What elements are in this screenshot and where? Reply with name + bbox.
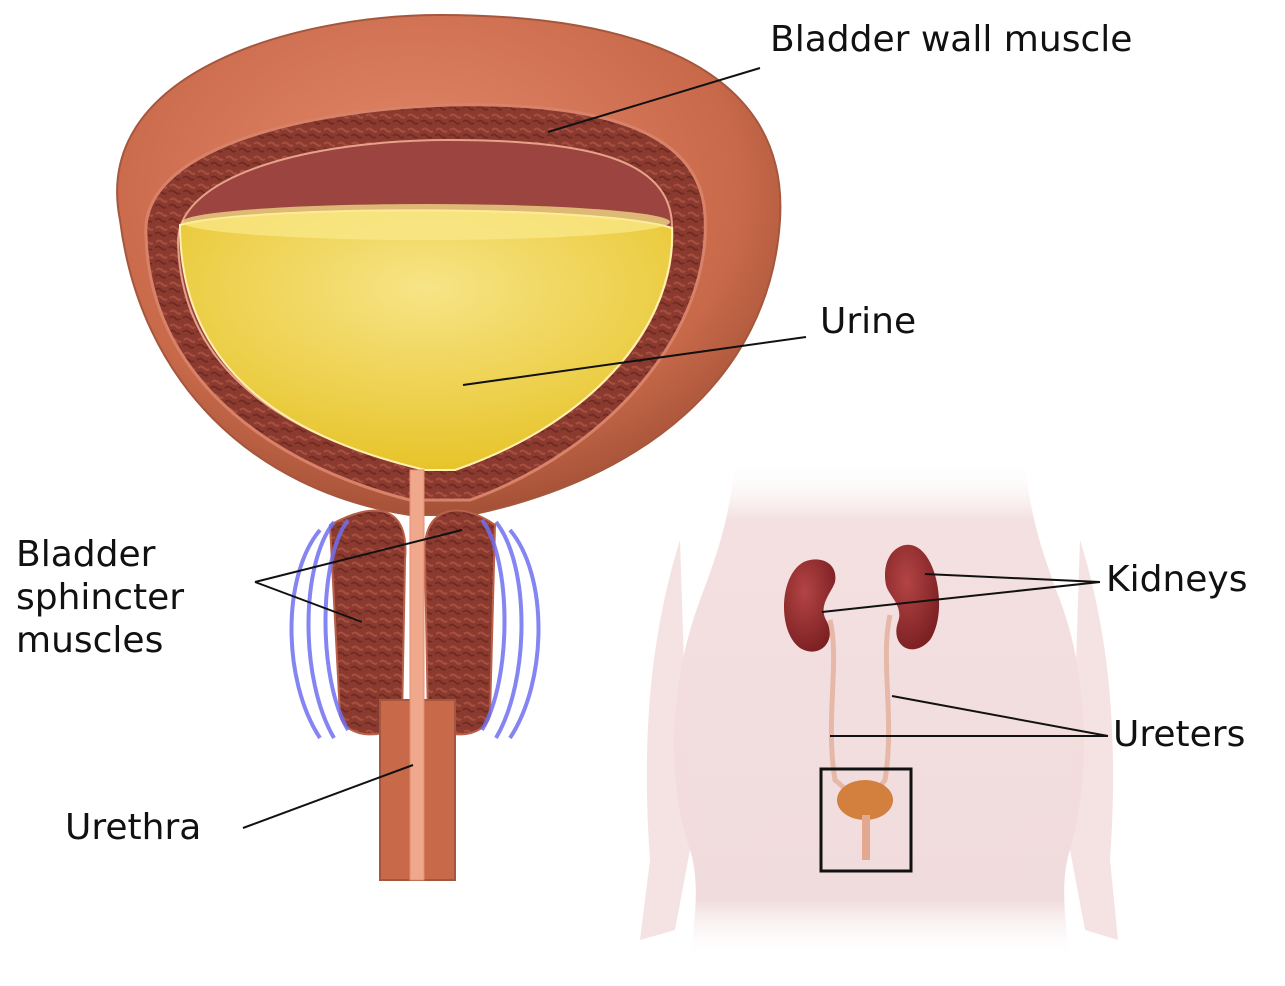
label-ureters: Ureters — [1113, 714, 1246, 755]
ureter-right — [868, 614, 893, 802]
label-sphincter-line-3: muscles — [16, 620, 164, 662]
leader-sphincter-right — [254, 529, 463, 583]
label-bladder-sphincter-muscles: Bladder sphincter muscles — [16, 533, 184, 663]
leader-urethra — [242, 764, 414, 829]
urethra-lumen — [409, 469, 425, 881]
leader-sphincter-left — [254, 581, 363, 623]
leader-urine — [462, 336, 807, 386]
label-urine: Urine — [820, 301, 917, 342]
label-sphincter-line-1: Bladder — [16, 534, 156, 575]
leader-kidneys-right — [924, 573, 1101, 583]
sphincter-muscle-left — [328, 509, 407, 736]
bladder-cross-section — [116, 13, 782, 516]
kidney-left — [783, 559, 836, 652]
label-sphincter-line-2: sphincter — [16, 577, 185, 619]
bladder-highlight-box — [819, 767, 913, 873]
small-bladder — [837, 780, 893, 820]
label-kidneys: Kidneys — [1106, 559, 1248, 600]
label-urethra: Urethra — [65, 807, 202, 848]
leader-bladder-wall — [547, 67, 761, 133]
bladder-neck-and-urethra — [289, 469, 541, 881]
body-silhouette — [640, 460, 1118, 960]
urine-surface — [182, 204, 670, 240]
leader-kidneys-left — [821, 581, 1101, 613]
label-bladder-wall-muscle: Bladder wall muscle — [770, 19, 1133, 60]
kidney-right — [884, 544, 940, 650]
leader-lines — [242, 67, 1109, 829]
leader-ureters-right — [891, 695, 1109, 737]
urinary-system-small — [783, 544, 940, 873]
ureter-left — [827, 619, 860, 802]
sphincter-contraction-waves — [289, 518, 541, 740]
